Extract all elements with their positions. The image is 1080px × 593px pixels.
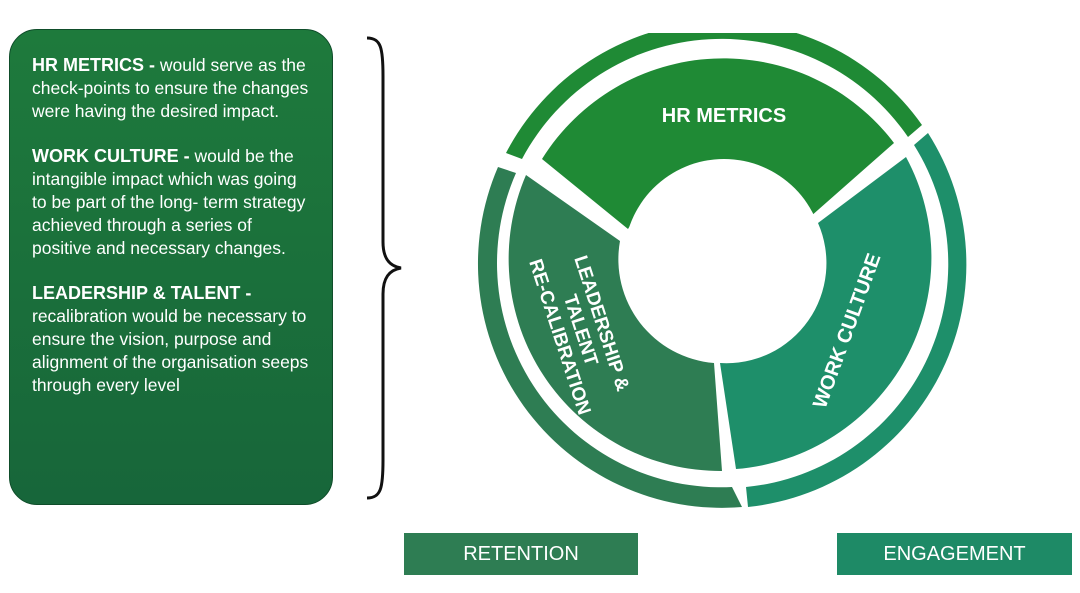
- leadership-text: recalibration would be necessary to ensu…: [32, 306, 309, 395]
- segment-hr-metrics: [542, 58, 894, 229]
- work-culture-text: would be the intangible impact which was…: [32, 146, 306, 258]
- hr-metrics-text: would serve as the check-points to ensur…: [32, 55, 309, 121]
- description-box: HR METRICS - would serve as the check-po…: [9, 29, 333, 505]
- work-culture-description: WORK CULTURE - would be the intangible i…: [32, 145, 314, 260]
- curly-brace: [366, 36, 402, 500]
- outer-arc-leadership: [477, 167, 742, 508]
- retention-tag: RETENTION: [404, 533, 638, 575]
- leadership-heading: LEADERSHIP & TALENT -: [32, 283, 252, 303]
- segment-work-culture: [720, 157, 932, 469]
- work-culture-heading: WORK CULTURE -: [32, 146, 190, 166]
- hr-metrics-heading: HR METRICS -: [32, 55, 155, 75]
- outer-arc-hr-metrics: [506, 33, 922, 159]
- wheel-center: [624, 159, 824, 359]
- leadership-description: LEADERSHIP & TALENT - recalibration would…: [32, 282, 314, 397]
- engagement-tag: ENGAGEMENT: [837, 533, 1072, 575]
- hr-metrics-label: HR METRICS: [662, 105, 786, 127]
- segment-leadership: [508, 175, 722, 472]
- hr-metrics-description: HR METRICS - would serve as the check-po…: [32, 54, 314, 123]
- outer-arc-work-culture: [746, 133, 967, 507]
- cycle-wheel: HR METRICS WORK CULTURE LEADERSHIP & TAL…: [477, 33, 967, 508]
